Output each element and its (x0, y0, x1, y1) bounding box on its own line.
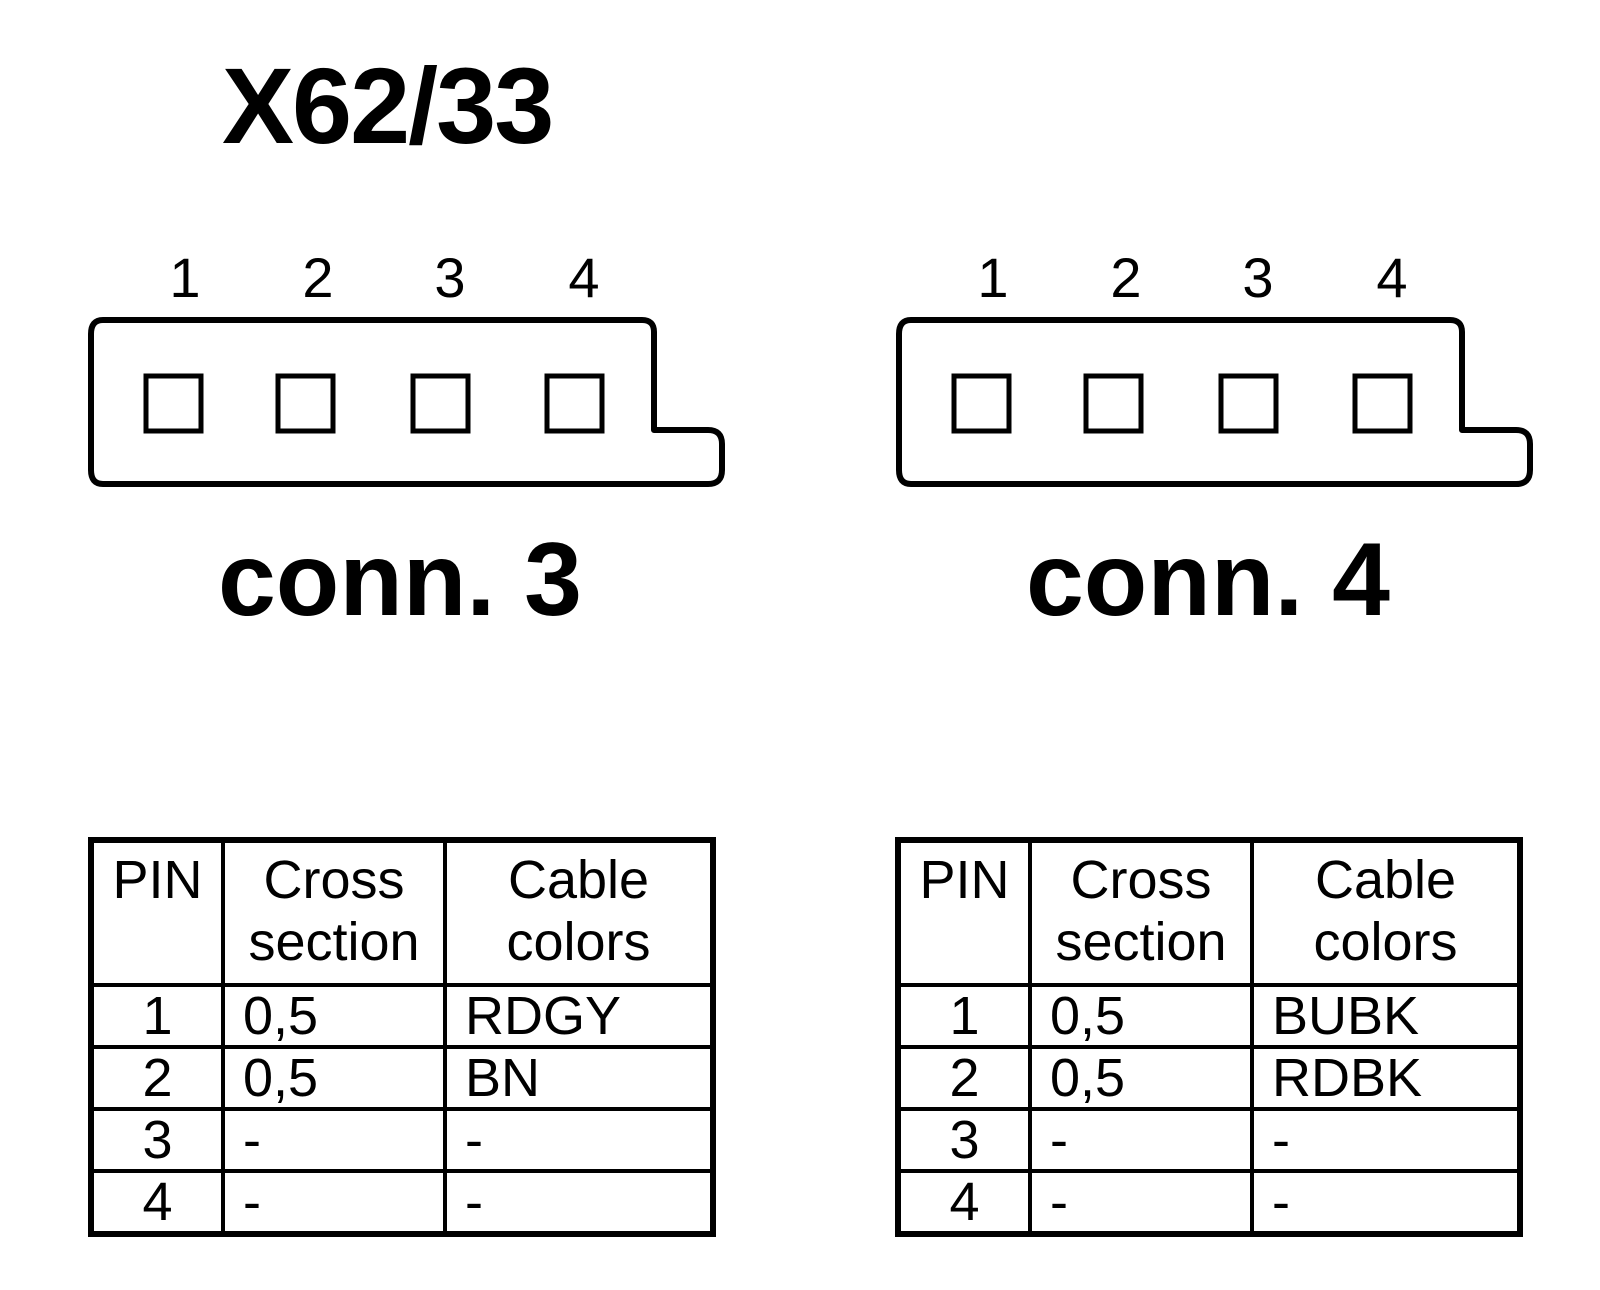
pin-cell: 2 (896, 1045, 1032, 1111)
pin-socket (143, 373, 204, 434)
connector-label: conn. 4 (1025, 522, 1391, 638)
pin-socket (1352, 373, 1413, 434)
cable-color-cell: - (443, 1107, 715, 1173)
table-row: 1 0,5 RDGY (89, 983, 715, 1049)
pin-socket (1083, 373, 1144, 434)
cross-section-cell: - (1028, 1169, 1254, 1236)
pin-number-4: 4 (1376, 246, 1408, 309)
connector-label: conn. 3 (217, 522, 583, 638)
diagram-title: X62/33 (222, 45, 554, 166)
table-row: 4 - - (896, 1169, 1522, 1236)
pin-cell: 2 (89, 1045, 225, 1111)
pin-socket (951, 373, 1012, 434)
pin-cell: 4 (896, 1169, 1032, 1236)
pin-cell: 3 (896, 1107, 1032, 1173)
table-header-row: PIN Cross section Cable colors (896, 838, 1522, 987)
connector-3: 1 2 3 4 conn. 3 (60, 240, 740, 670)
pin-number-2: 2 (302, 246, 334, 309)
table-row: 1 0,5 BUBK (896, 983, 1522, 1049)
pin-cell: 3 (89, 1107, 225, 1173)
cable-color-cell: RDGY (443, 983, 715, 1049)
cross-section-cell: - (221, 1107, 447, 1173)
header-cable-colors: Cable colors (1250, 838, 1522, 987)
table-row: 4 - - (89, 1169, 715, 1236)
pin-number-3: 3 (1242, 246, 1274, 309)
pin-number-1: 1 (977, 246, 1009, 309)
pin-socket (1218, 373, 1279, 434)
pinout-table-conn-4: PIN Cross section Cable colors 1 0,5 BUB… (895, 837, 1523, 1237)
pin-number-3: 3 (434, 246, 466, 309)
pin-number-2: 2 (1110, 246, 1142, 309)
header-cross-section: Cross section (1028, 838, 1254, 987)
header-cable-colors: Cable colors (443, 838, 715, 987)
pin-socket (544, 373, 605, 434)
cable-color-cell: - (443, 1169, 715, 1236)
cable-color-cell: BN (443, 1045, 715, 1111)
pin-number-1: 1 (169, 246, 201, 309)
pinout-table-conn-3: PIN Cross section Cable colors 1 0,5 RDG… (88, 837, 716, 1237)
cross-section-cell: - (1028, 1107, 1254, 1173)
pin-cell: 1 (896, 983, 1032, 1049)
connector-4: 1 2 3 4 conn. 4 (868, 240, 1548, 670)
cross-section-cell: 0,5 (1028, 983, 1254, 1049)
table-row: 2 0,5 RDBK (896, 1045, 1522, 1111)
header-pin: PIN (896, 838, 1032, 987)
cross-section-cell: 0,5 (221, 1045, 447, 1111)
pin-socket (275, 373, 336, 434)
cable-color-cell: - (1250, 1107, 1522, 1173)
cross-section-cell: - (221, 1169, 447, 1236)
connector-housing (896, 317, 1533, 487)
pin-cell: 1 (89, 983, 225, 1049)
table-row: 3 - - (896, 1107, 1522, 1173)
cross-section-cell: 0,5 (1028, 1045, 1254, 1111)
cable-color-cell: RDBK (1250, 1045, 1522, 1111)
header-pin: PIN (89, 838, 225, 987)
table-row: 3 - - (89, 1107, 715, 1173)
table-header-row: PIN Cross section Cable colors (89, 838, 715, 987)
cable-color-cell: BUBK (1250, 983, 1522, 1049)
pin-socket (410, 373, 471, 434)
cross-section-cell: 0,5 (221, 983, 447, 1049)
cable-color-cell: - (1250, 1169, 1522, 1236)
pin-cell: 4 (89, 1169, 225, 1236)
pin-number-4: 4 (568, 246, 600, 309)
connector-housing (88, 317, 725, 487)
table-row: 2 0,5 BN (89, 1045, 715, 1111)
header-cross-section: Cross section (221, 838, 447, 987)
